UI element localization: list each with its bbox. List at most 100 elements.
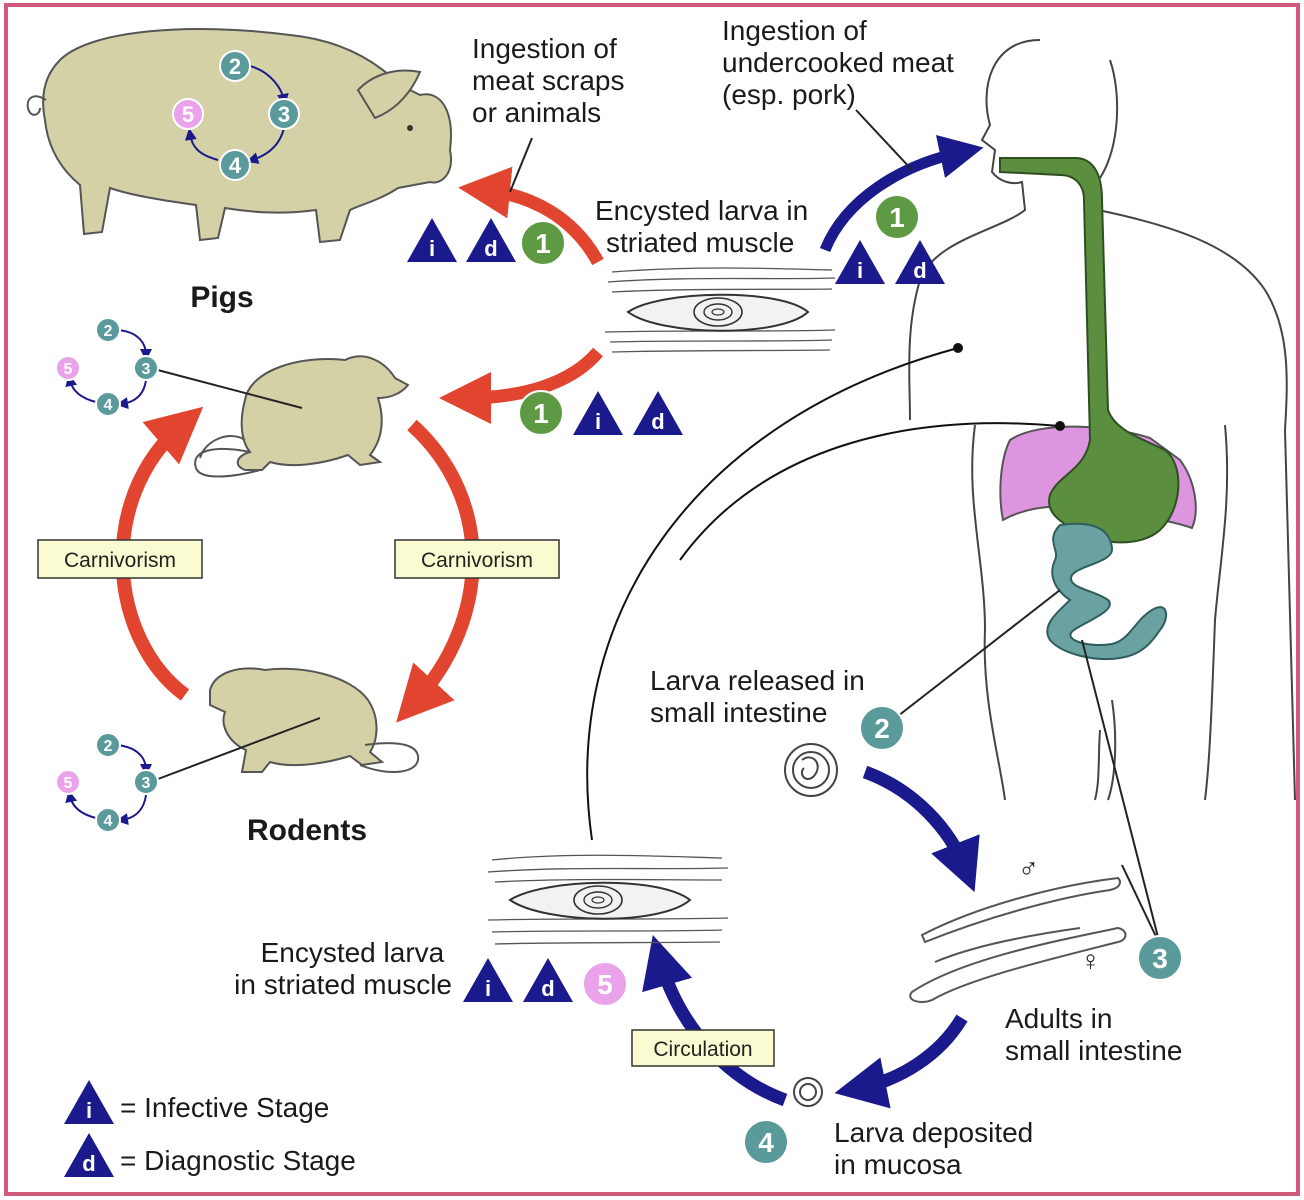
stage-4-marker: 4: [743, 1119, 789, 1165]
pig-illustration: [26, 27, 452, 244]
pig-stage-3-label: 3: [278, 102, 290, 127]
larva-deposited-coil: [793, 1077, 823, 1107]
svg-text:d: d: [651, 409, 664, 434]
rodent-bottom-pointer: [149, 717, 321, 783]
legend-diagnostic-text: = Diagnostic Stage: [120, 1145, 356, 1176]
rodent-top-stage-3: 3: [133, 355, 159, 381]
carnivorism-left-text: Carnivorism: [64, 549, 176, 572]
adult-worms: [909, 876, 1127, 1003]
rodent-bottom-stage-3: 3: [133, 769, 159, 795]
rodent-top-stage-2: 2: [95, 317, 121, 343]
pig-stage-1-marker: 1: [520, 220, 566, 266]
human-outline: [908, 39, 1296, 801]
rodent-stage-1-marker: 1: [518, 390, 564, 436]
circulation-box: Circulation: [631, 1029, 775, 1067]
stage-2-marker: 2: [859, 705, 905, 751]
legend-diagnostic-icon: d: [64, 1133, 114, 1177]
legend-infective-text: = Infective Stage: [120, 1092, 329, 1123]
muscle-top-illustration: [604, 267, 836, 353]
rodent-bottom-stage-5: 5: [55, 769, 81, 795]
female-symbol: ♀: [1080, 945, 1101, 976]
larva-coil: [784, 743, 838, 797]
svg-text:d: d: [484, 236, 497, 261]
svg-text:1: 1: [533, 398, 549, 429]
rodent-top-illustration: [194, 355, 410, 478]
rodent-top-stage-3-label: 3: [142, 361, 151, 378]
svg-text:1: 1: [535, 228, 551, 259]
carnivorism-right-box: Carnivorism: [394, 539, 560, 579]
rodent-bottom-stage-5-label: 5: [64, 775, 73, 792]
rodent-top-pointer: [149, 367, 303, 409]
human-stage-1-marker: 1: [874, 194, 920, 240]
svg-text:2: 2: [874, 713, 890, 744]
larva-released-text: Larva released in small intestine: [650, 665, 873, 728]
rodent-bottom-stage-2: 2: [95, 732, 121, 758]
svg-text:i: i: [429, 236, 435, 261]
stage-3-marker: 3: [1137, 935, 1183, 981]
svg-text:5: 5: [597, 969, 613, 1000]
pig-stage-4: 4: [219, 149, 251, 181]
bottom-infective-marker: i: [463, 958, 513, 1002]
svg-text:d: d: [82, 1151, 95, 1176]
rodent-diagnostic-marker: d: [633, 391, 683, 435]
pigs-label: Pigs: [190, 281, 253, 314]
pig-diagnostic-marker: d: [466, 218, 516, 262]
rodent-infective-marker: i: [573, 391, 623, 435]
rodent-top-stage-2-label: 2: [104, 323, 113, 340]
ingestion-scraps-text: Ingestion of meat scraps or animals: [472, 33, 632, 128]
stomach-esophagus: [999, 157, 1180, 544]
pig-stage-2: 2: [219, 50, 251, 82]
to-rodents-arrow: [439, 347, 603, 424]
pig-stage-2-label: 2: [229, 54, 241, 79]
rodent-bottom-stage-3-label: 3: [142, 775, 151, 792]
return-arc-outer: [586, 347, 959, 841]
carnivorism-right-text: Carnivorism: [421, 549, 533, 572]
rodent-bottom-stage-4: 4: [95, 807, 121, 833]
meat-pointer: [855, 109, 913, 171]
legend-infective-icon: i: [64, 1080, 114, 1124]
to-pigs-arrow: [458, 166, 604, 266]
to-adults-arrow: [862, 765, 980, 893]
ingestion-meat-text: Ingestion of undercooked meat (esp. pork…: [722, 15, 962, 110]
rodent-top-stage-4: 4: [95, 391, 121, 417]
svg-text:d: d: [541, 976, 554, 1001]
carnivorism-left-box: Carnivorism: [37, 539, 203, 579]
legend: i = Infective Stage d = Diagnostic Stage: [64, 1080, 356, 1177]
encysted-top-text: Encysted larva in striated muscle: [595, 195, 816, 258]
adults-text: Adults in small intestine: [1005, 1003, 1182, 1066]
male-symbol: ♂: [1018, 853, 1039, 884]
return-arc-inner: [679, 422, 1061, 561]
rodent-top-stage-loop: [65, 329, 152, 410]
rodent-bottom-stage-4-label: 4: [104, 813, 113, 830]
small-intestine: [1046, 522, 1168, 660]
adults-pointer-a: [1121, 864, 1161, 946]
to-mucosa-arrow: [834, 1014, 968, 1109]
rodent-top-stage-4-label: 4: [104, 397, 113, 414]
rodent-bottom-stage-2-label: 2: [104, 738, 113, 755]
to-human-arrow: [819, 134, 984, 253]
svg-text:i: i: [857, 258, 863, 283]
human-diagnostic-marker: d: [895, 240, 945, 284]
svg-text:d: d: [913, 258, 926, 283]
svg-text:i: i: [595, 409, 601, 434]
stage-5-marker: 5: [582, 961, 628, 1007]
rodent-bottom-stage-loop: [65, 744, 152, 826]
rodent-bottom-illustration: [209, 667, 420, 773]
rodent-top-stage-5-label: 5: [64, 361, 73, 378]
pig-stage-loop: [184, 65, 289, 164]
larva-released-pointer: [897, 589, 1061, 717]
rodent-top-stage-5: 5: [55, 355, 81, 381]
human-infective-marker: i: [835, 240, 885, 284]
svg-text:4: 4: [758, 1127, 774, 1158]
bottom-diagnostic-marker: d: [523, 958, 573, 1002]
circulation-text: Circulation: [653, 1038, 752, 1061]
pig-stage-4-label: 4: [229, 153, 242, 178]
muscle-bottom-illustration: [487, 854, 729, 945]
svg-text:i: i: [86, 1098, 92, 1123]
adults-pointer-b: [1081, 639, 1161, 946]
pig-stage-3: 3: [268, 98, 300, 130]
pig-stage-5: 5: [172, 98, 204, 130]
scraps-pointer: [509, 137, 533, 193]
